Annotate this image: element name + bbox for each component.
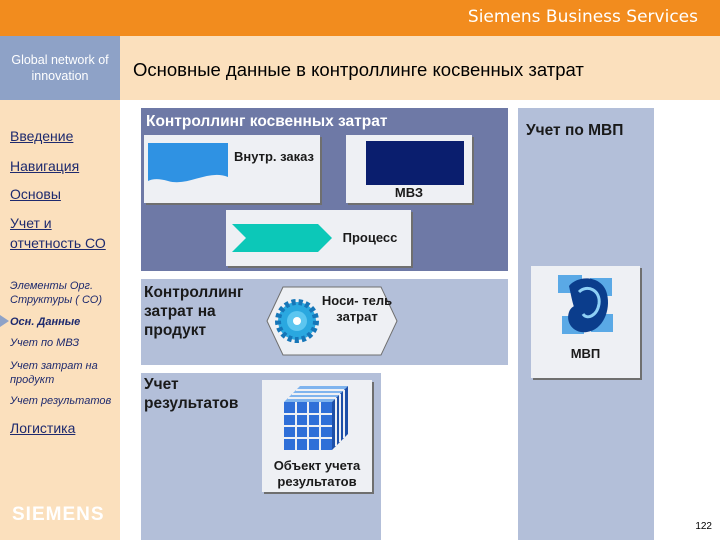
profit-center-icon <box>558 275 613 334</box>
profit-center-panel: Учет по МВП МВП <box>518 108 654 540</box>
product-controlling-panel: Контроллинг затрат на продукт Носи- тель… <box>141 279 508 365</box>
page-number: 122 <box>695 521 712 532</box>
cost-center-card: МВЗ <box>346 135 472 203</box>
process-label: Процесс <box>342 230 398 245</box>
page-title: Основные данные в контроллинге косвенных… <box>133 59 584 80</box>
internal-order-card: Внутр. заказ <box>144 135 320 203</box>
process-card: Процесс <box>226 210 411 266</box>
gear-icon <box>275 299 319 343</box>
siemens-logo: SIEMENS <box>12 504 105 525</box>
nav-subitem-master-data[interactable]: Осн. Данные <box>10 316 81 328</box>
nav-item-navigation[interactable]: Навигация <box>10 158 80 174</box>
nav-item-basics[interactable]: Основы <box>10 186 61 202</box>
profit-center-label: МВП <box>570 346 601 361</box>
cost-center-icon <box>366 141 464 185</box>
sidebar <box>0 36 120 540</box>
nav-subitem-product-costing[interactable]: Учет затрат на продукт <box>10 360 98 386</box>
nav-item-introduction[interactable]: Введение <box>10 128 74 144</box>
profit-center-heading: Учет по МВП <box>526 122 624 139</box>
nav-subitem-results[interactable]: Учет результатов <box>10 395 112 407</box>
active-marker-icon <box>0 315 9 327</box>
profit-center-card: МВП <box>531 266 640 378</box>
results-object-card: Объект учета результатов <box>262 380 372 492</box>
overhead-controlling-panel: Контроллинг косвенных затрат Внутр. зака… <box>141 108 508 271</box>
nav-item-logistics[interactable]: Логистика <box>10 420 76 436</box>
cost-center-label: МВЗ <box>394 185 424 200</box>
results-heading: Учет результатов <box>144 376 239 412</box>
internal-order-icon <box>148 143 228 183</box>
brand-name: Siemens Business Services <box>467 7 698 27</box>
nav-subitem-org-structure[interactable]: Элементы Орг. Структуры ( СО) <box>10 280 103 306</box>
nav-subitem-cost-center[interactable]: Учет по МВЗ <box>10 337 80 349</box>
cost-object-card: Носи- тель затрат <box>265 285 399 357</box>
process-arrow-icon <box>232 224 332 252</box>
cube-icon <box>284 386 348 450</box>
cost-object-label: Носи- тель затрат <box>321 293 393 324</box>
results-object-label: Объект учета результатов <box>273 458 361 489</box>
title-bar: Основные данные в контроллинге косвенных… <box>120 36 720 100</box>
tagline: Global network of innovation <box>0 36 120 100</box>
results-panel: Учет результатов Объект учета результато… <box>141 373 381 540</box>
overhead-controlling-heading: Контроллинг косвенных затрат <box>146 113 388 130</box>
internal-order-label: Внутр. заказ <box>233 149 315 164</box>
nav-item-co-accounting[interactable]: Учет и отчетность СО <box>10 215 106 251</box>
product-controlling-heading: Контроллинг затрат на продукт <box>144 284 244 339</box>
top-bar: Siemens Business Services <box>0 0 720 36</box>
